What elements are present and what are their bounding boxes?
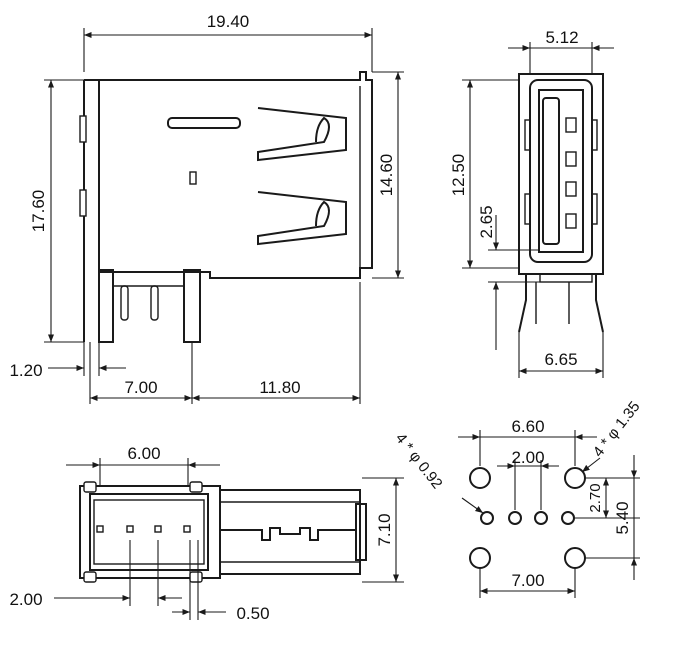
top-corner-tab — [83, 481, 97, 493]
dim-mount-bottom-span-label: 7.00 — [511, 571, 544, 590]
mount-hole — [469, 547, 491, 569]
dim-height-total-label: 17.60 — [29, 190, 48, 233]
front-contact — [565, 117, 577, 133]
top-pin-mark — [183, 525, 191, 533]
dim-height-body-label: 14.60 — [377, 154, 396, 197]
side-pin — [120, 285, 129, 321]
side-tab — [79, 189, 87, 217]
front-contact — [565, 213, 577, 229]
front-side-tab — [591, 119, 598, 151]
top-corner-tab — [189, 481, 203, 493]
top-front-inner — [89, 493, 209, 571]
side-tab — [79, 115, 87, 143]
side-body-outline — [84, 71, 373, 279]
dim-inner-width-label: 5.12 — [545, 28, 578, 47]
dim-top-pin-width-label: 0.50 — [236, 604, 269, 623]
front-opening — [529, 79, 593, 263]
front-view: 5.12 12.50 2.65 6.65 — [449, 28, 614, 378]
dim-mount-height-label: 5.40 — [613, 501, 632, 534]
hole-large-note: 4 * φ 1.35 — [590, 398, 644, 460]
dim-rear-span-label: 11.80 — [259, 378, 300, 397]
mount-hole — [469, 467, 491, 489]
pin-hole — [480, 511, 494, 525]
front-shell — [518, 73, 604, 275]
dim-top-pin-pitch-label: 2.00 — [9, 590, 42, 609]
dim-width-total-label: 19.40 — [207, 12, 250, 31]
front-peg-left — [518, 274, 527, 333]
top-rear-body — [219, 489, 361, 575]
front-base — [539, 273, 593, 283]
top-pin-mark — [126, 525, 134, 533]
dim-front-height-label: 12.50 — [449, 154, 468, 197]
dim-lower-offset-label: 2.65 — [477, 205, 496, 238]
front-side-tab — [591, 193, 598, 225]
dim-fp-pitch-label: 2.00 — [511, 448, 544, 467]
front-cavity — [538, 89, 584, 253]
top-pin-mark — [154, 525, 162, 533]
top-front-face — [93, 499, 205, 565]
leader-small-hole — [461, 497, 484, 514]
dim-pin-span-label: 7.00 — [124, 378, 157, 397]
dim-pin-offset-label: 1.20 — [9, 361, 42, 380]
side-mark — [189, 171, 197, 185]
top-rear-flange — [355, 503, 367, 561]
leader-large-hole — [581, 457, 601, 473]
dim-mount-span-label: 6.60 — [511, 417, 544, 436]
pcb-footprint: 6.60 2.00 2.70 5.40 7.00 4 * φ 0.92 4 * … — [392, 398, 644, 598]
top-pin-mark — [96, 525, 104, 533]
dim-row-offset-label: 2.70 — [587, 483, 604, 512]
mount-hole — [564, 467, 586, 489]
side-view: 19.40 17.60 14.60 1.20 7.00 11.80 — [9, 12, 404, 404]
dim-top-pin-span-label: 6.00 — [127, 444, 160, 463]
top-spring-profile — [220, 527, 356, 541]
hole-small-note: 4 * φ 0.92 — [392, 430, 446, 492]
latch-spring-upper — [257, 107, 347, 162]
front-tongue — [542, 97, 560, 245]
front-side-tab — [524, 119, 531, 151]
pin-hole — [561, 511, 575, 525]
top-corner-tab — [189, 571, 203, 583]
dim-front-pin-width-label: 6.65 — [544, 350, 577, 369]
side-peg-left — [98, 269, 114, 343]
pin-hole — [534, 511, 548, 525]
mount-hole — [564, 547, 586, 569]
front-peg-right — [595, 274, 604, 333]
latch-spring-lower — [257, 191, 347, 246]
side-slot — [167, 117, 241, 129]
front-contact — [565, 151, 577, 167]
dim-top-depth-label: 7.10 — [375, 513, 394, 546]
top-corner-tab — [83, 571, 97, 583]
pin-hole — [508, 511, 522, 525]
top-view: 6.00 7.10 2.00 0.50 — [9, 444, 404, 623]
side-pin — [150, 285, 159, 321]
front-side-tab — [524, 193, 531, 225]
side-peg-right — [183, 269, 201, 343]
front-contact — [565, 181, 577, 197]
